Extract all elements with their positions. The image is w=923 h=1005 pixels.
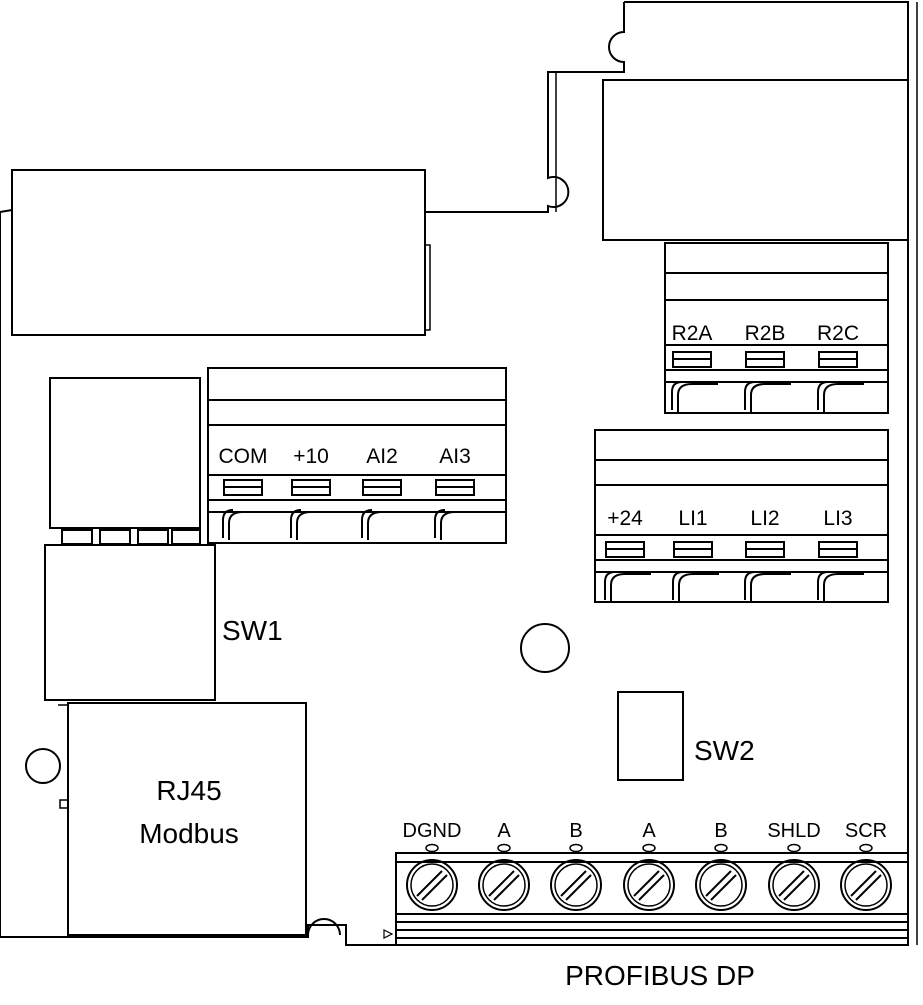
modbus-label: Modbus <box>139 818 239 849</box>
profibus-screw <box>406 843 458 911</box>
profibus-terminal-label: A <box>642 820 656 842</box>
logic-terminal-label: +24 <box>607 507 643 530</box>
sw1-switch <box>44 544 216 701</box>
profibus-terminal-label: DGND <box>403 820 462 842</box>
relay-terminal-block <box>664 242 889 414</box>
logic-terminal <box>744 541 791 602</box>
profibus-terminal-label: SCR <box>845 820 887 842</box>
profibus-terminal-label: B <box>714 820 727 842</box>
logic-terminal <box>604 541 651 602</box>
profibus-screw <box>768 843 820 911</box>
profibus-title: PROFIBUS DP <box>565 960 755 991</box>
analog-terminal <box>361 479 408 540</box>
board-outline-inner-edge <box>425 2 625 213</box>
analog-terminal-label: +10 <box>293 445 329 468</box>
board-outline <box>0 1 909 946</box>
relay-terminal-label: R2B <box>745 322 786 345</box>
profibus-screw <box>478 843 530 911</box>
sw2-label: SW2 <box>694 735 755 766</box>
mounting-hole-center <box>520 623 570 673</box>
left-block <box>49 377 201 529</box>
logic-terminal <box>672 541 719 602</box>
analog-terminal-label: AI2 <box>366 445 398 468</box>
analog-terminal-label: COM <box>219 445 268 468</box>
sw2-switch <box>617 691 684 781</box>
analog-terminal-label: AI3 <box>439 445 471 468</box>
profibus-terminal-label: SHLD <box>767 820 820 842</box>
profibus-screw <box>550 843 602 911</box>
board-notch <box>307 918 341 936</box>
relay-terminal <box>817 351 864 412</box>
profibus-screw <box>623 843 675 911</box>
profibus-screw <box>840 843 892 911</box>
relay-terminal <box>671 351 718 412</box>
rj45-label: RJ45 <box>156 775 221 806</box>
analog-terminal <box>434 479 481 540</box>
profibus-screw <box>695 843 747 911</box>
sw1-label: SW1 <box>222 615 283 646</box>
relay-terminal <box>744 351 791 412</box>
profibus-terminal-label: B <box>569 820 582 842</box>
analog-terminal <box>290 479 337 540</box>
relay-terminal-label: R2C <box>817 322 859 345</box>
profibus-terminal-label: A <box>497 820 511 842</box>
logic-terminal <box>817 541 864 602</box>
mounting-hole-left <box>25 748 61 784</box>
analog-terminal <box>222 479 269 540</box>
logic-terminal-label: LI1 <box>678 507 707 530</box>
rj45-connector <box>67 702 307 936</box>
top-left-module <box>11 169 426 336</box>
logic-terminal-block <box>594 429 889 603</box>
logic-terminal-label: LI3 <box>823 507 852 530</box>
relay-terminal-label: R2A <box>672 322 713 345</box>
top-right-module <box>602 79 909 241</box>
profibus-terminal-block <box>383 852 909 946</box>
logic-terminal-label: LI2 <box>750 507 779 530</box>
